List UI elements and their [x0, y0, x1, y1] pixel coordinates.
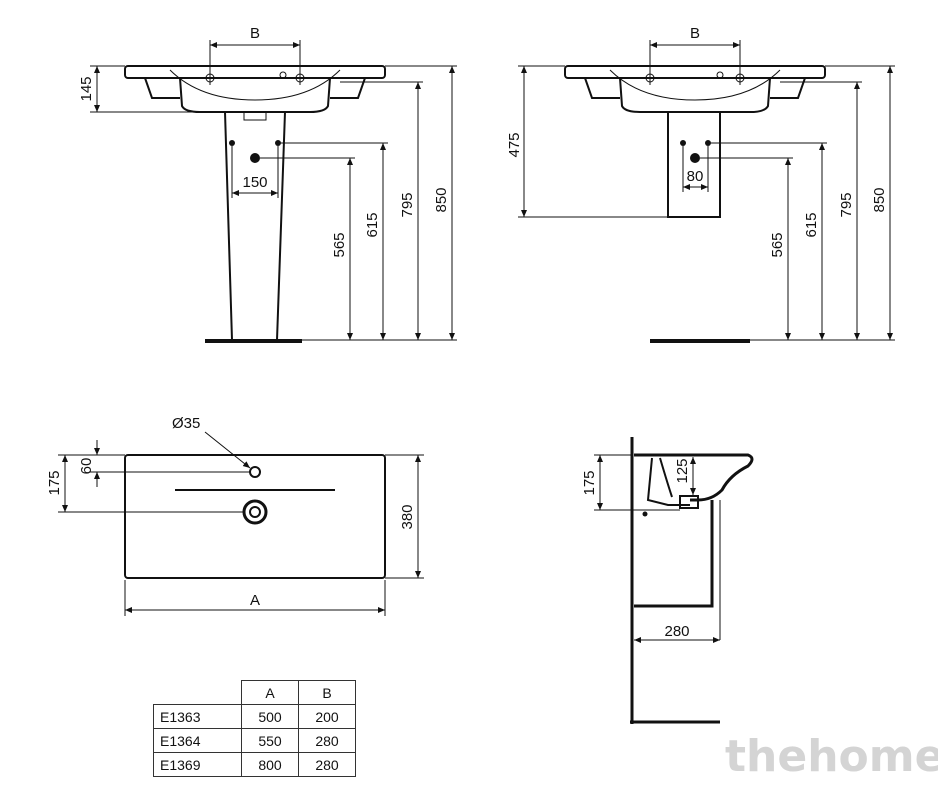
value-a: 550	[241, 728, 299, 753]
top-dim-380: 380	[399, 504, 416, 529]
semi-dim-565: 565	[769, 232, 786, 257]
top-dim-175: 175	[46, 470, 63, 495]
tap-hole-label: Ø35	[172, 415, 200, 432]
value-a: 500	[241, 704, 299, 729]
top-dim-a: A	[250, 592, 260, 609]
semi-dim-850: 850	[871, 187, 888, 212]
front-dim-150: 150	[242, 174, 267, 191]
semi-dim-475: 475	[506, 132, 523, 157]
side-dim-125: 125	[674, 458, 691, 483]
table-row: E1363 500 200	[153, 704, 356, 729]
front-dim-850: 850	[433, 187, 450, 212]
side-dim-175: 175	[581, 470, 598, 495]
semi-dim-b: B	[690, 25, 700, 42]
front-dim-615: 615	[364, 212, 381, 237]
front-dim-795: 795	[399, 192, 416, 217]
front-dim-565: 565	[331, 232, 348, 257]
value-b: 280	[298, 728, 356, 753]
front-view-full-pedestal: B 145 150 565 615 795 850	[78, 25, 457, 343]
value-b: 280	[298, 752, 356, 777]
side-dim-280: 280	[664, 623, 689, 640]
top-view: Ø35 60 175 380 A	[46, 415, 424, 616]
front-dim-145: 145	[78, 76, 95, 101]
product-code: E1363	[153, 704, 242, 729]
top-dim-60: 60	[78, 458, 95, 475]
header-b: B	[298, 680, 356, 705]
semi-dim-795: 795	[838, 192, 855, 217]
header-a: A	[241, 680, 299, 705]
product-code: E1369	[153, 752, 242, 777]
value-a: 800	[241, 752, 299, 777]
front-view-semi-pedestal: B 475 80 565 615 795 850	[506, 25, 895, 343]
table-header-row: A B	[153, 680, 356, 705]
semi-dim-80: 80	[687, 168, 704, 185]
semi-dim-615: 615	[803, 212, 820, 237]
watermark: thehome	[725, 731, 938, 782]
value-b: 200	[298, 704, 356, 729]
table-row: E1369 800 280	[153, 752, 356, 777]
dimensions-table: A B E1363 500 200 E1364 550 280 E1369 80…	[153, 680, 356, 777]
product-code: E1364	[153, 728, 242, 753]
side-view: 175 125 280	[581, 437, 754, 724]
table-row: E1364 550 280	[153, 728, 356, 753]
front-dim-b: B	[250, 25, 260, 42]
